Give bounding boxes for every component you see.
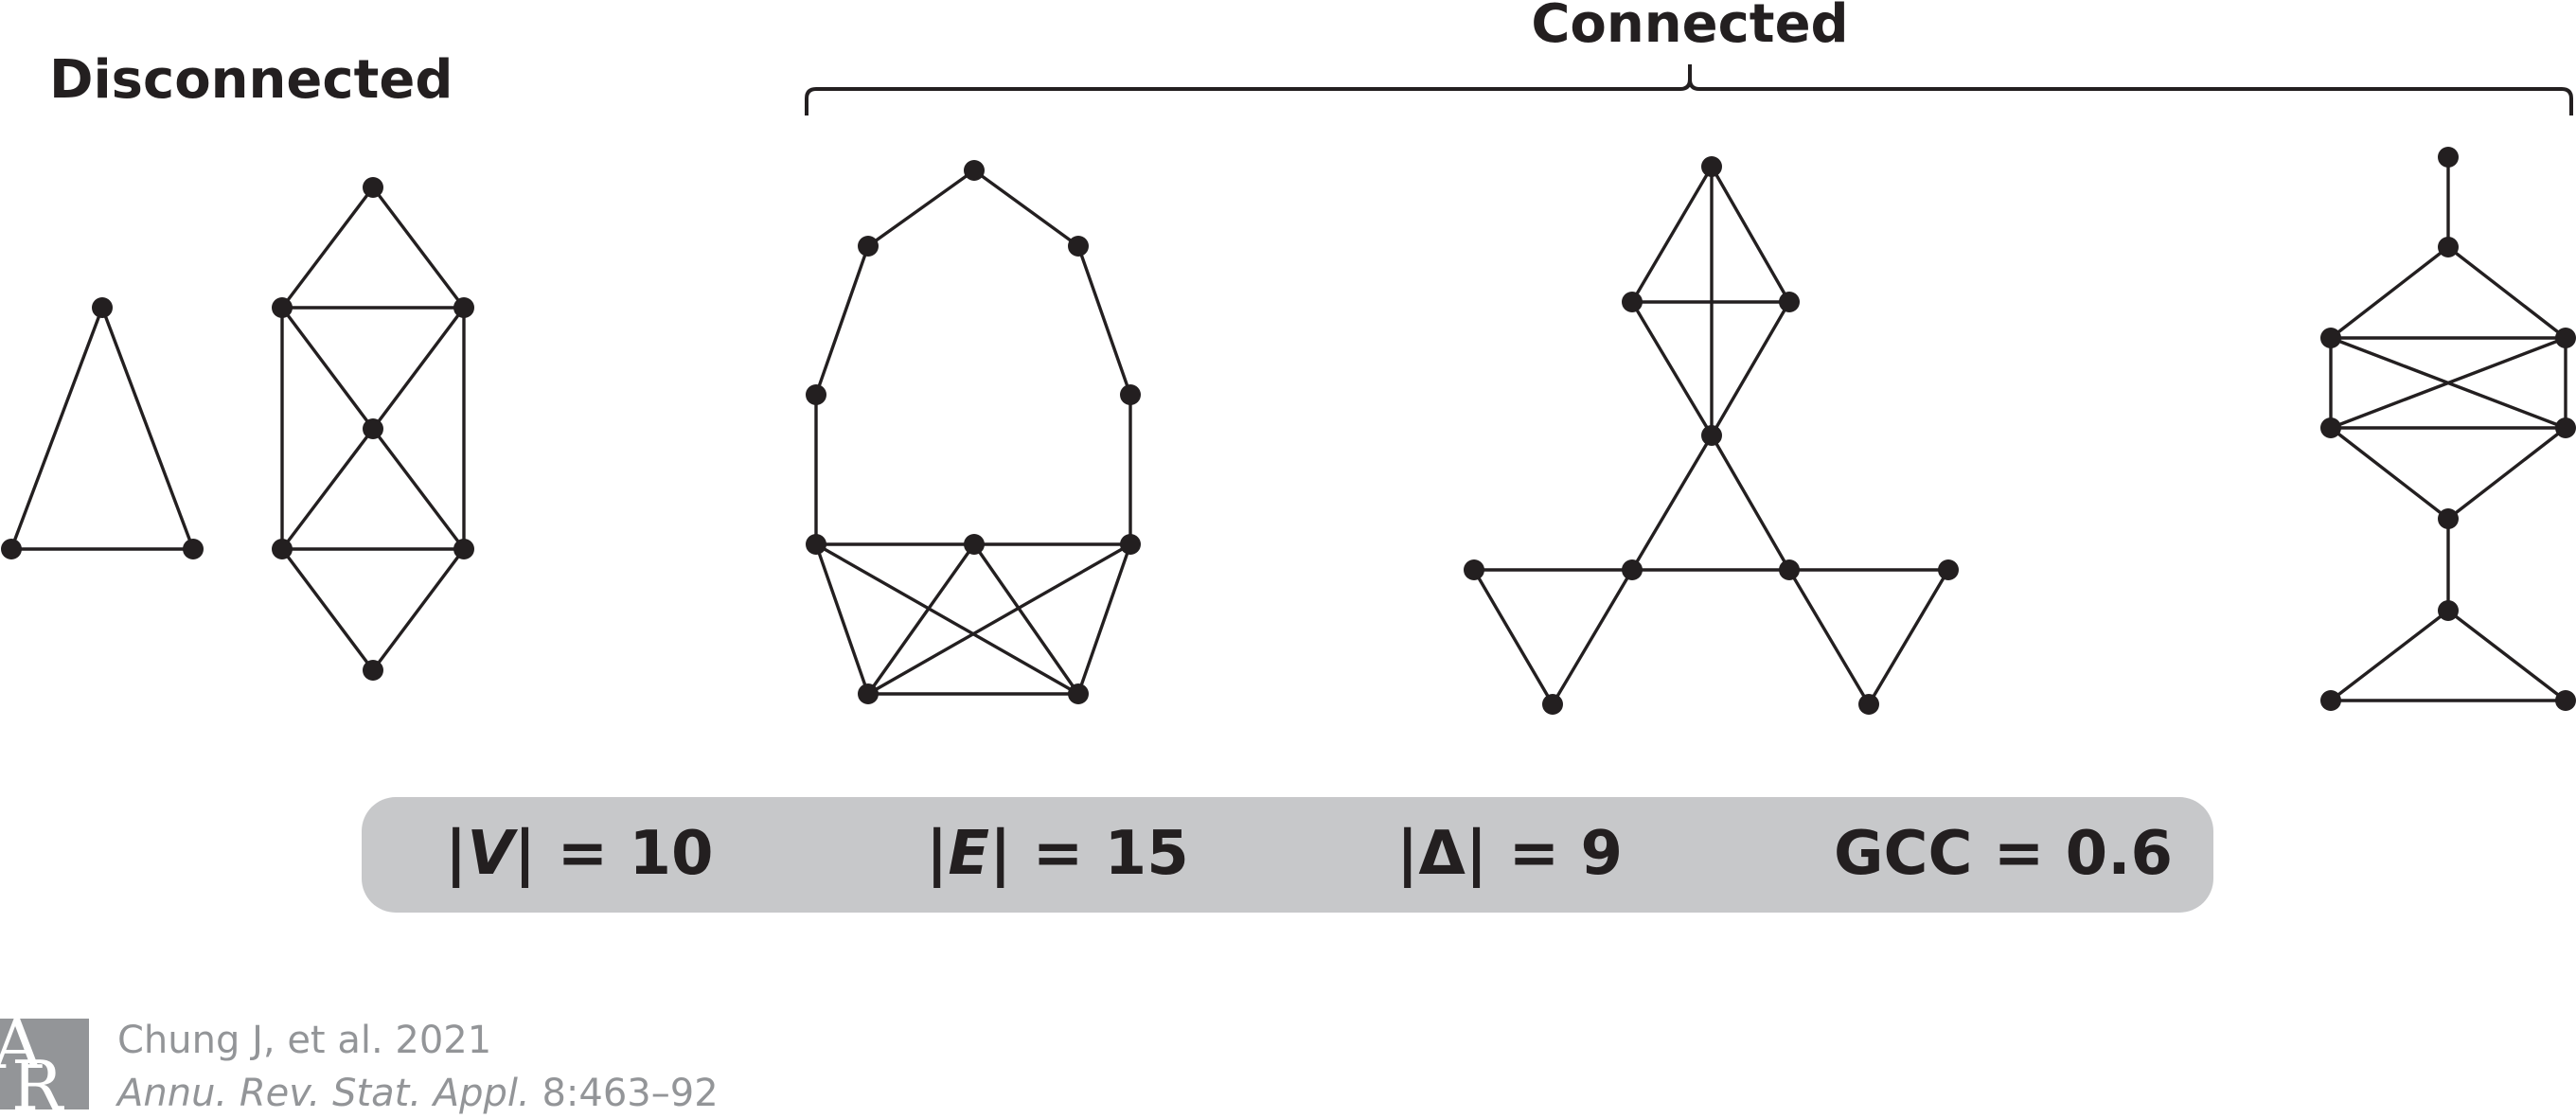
graph-edge	[814, 543, 870, 695]
graph-node	[272, 297, 293, 318]
graph-node	[2438, 600, 2459, 621]
graph-edge	[1630, 301, 1714, 436]
graph-node	[2438, 147, 2459, 168]
graph-node	[2320, 328, 2341, 348]
graph-node	[1120, 384, 1141, 405]
graph-node	[858, 236, 879, 257]
graph-node	[183, 539, 204, 559]
graph-edge	[2446, 245, 2567, 340]
graph-edge	[280, 547, 375, 672]
graph-node	[453, 297, 474, 318]
graph-edge	[371, 186, 466, 310]
graph-node	[1, 539, 22, 559]
graph-edge	[867, 169, 975, 248]
graph-node	[1779, 559, 1800, 580]
graph-node	[1779, 292, 1800, 312]
graph-node	[92, 297, 113, 318]
graph-node	[1542, 694, 1563, 715]
logo-letter-a: A	[0, 1004, 43, 1084]
graph-edge	[815, 542, 1079, 696]
graph-edge	[1472, 569, 1554, 705]
graph-edge	[1630, 166, 1714, 303]
graph-edge	[280, 306, 375, 431]
graph-node	[2555, 328, 2576, 348]
graph-node	[363, 660, 383, 681]
graph-node	[2438, 237, 2459, 257]
stat-gcc: GCC = 0.6	[1834, 819, 2173, 889]
stats-box	[362, 797, 2213, 913]
graph-node	[363, 418, 383, 439]
graph-node	[806, 384, 826, 405]
graph-edge	[371, 547, 466, 672]
graph-edge	[1551, 569, 1634, 705]
graph-node	[1701, 156, 1722, 177]
graph-edge	[2446, 609, 2567, 702]
graph-edge	[814, 245, 870, 396]
graph-node	[2555, 690, 2576, 711]
graph-edge	[1710, 301, 1791, 436]
graph-edge	[1076, 543, 1132, 695]
graph-connected-2	[1464, 156, 1959, 715]
graph-node	[1622, 292, 1643, 312]
graph-node	[964, 160, 985, 181]
graph-node	[2438, 508, 2459, 529]
graph-connected-1	[806, 160, 1141, 704]
graph-edge	[371, 306, 466, 431]
graph-node	[2320, 690, 2341, 711]
logo-box	[0, 1019, 89, 1109]
graphs-layer	[1, 147, 2576, 715]
graph-node	[1858, 694, 1879, 715]
disconnected-label: Disconnected	[49, 49, 453, 111]
graph-node	[1068, 683, 1089, 704]
graph-edge	[1787, 569, 1871, 705]
citation-journal: Annu. Rev. Stat. Appl. 8:463–92	[115, 1072, 719, 1115]
citation-authors: Chung J, et al. 2021	[117, 1019, 491, 1062]
graph-edge	[1630, 435, 1714, 571]
stat-triangles: |Δ| = 9	[1396, 819, 1623, 889]
graph-edge	[1710, 166, 1791, 303]
graph-node	[1701, 425, 1722, 446]
graph-edge	[2329, 426, 2450, 521]
graph-edge	[866, 543, 976, 695]
logo-letter-r: R	[11, 1046, 64, 1118]
connected-label: Connected	[1531, 0, 1848, 55]
graph-node	[2555, 417, 2576, 438]
graph-node	[453, 539, 474, 559]
graph-connected-3	[2320, 147, 2576, 711]
graph-edge	[1076, 245, 1132, 396]
connected-bracket	[805, 64, 2573, 115]
graph-node	[363, 177, 383, 198]
graph-edge	[2330, 336, 2567, 430]
graph-node	[858, 683, 879, 704]
graph-edge	[2329, 609, 2450, 702]
graph-edge	[280, 427, 375, 551]
graph-node	[1120, 534, 1141, 555]
graph-node	[1938, 559, 1959, 580]
graph-node	[1622, 559, 1643, 580]
graph-edge	[280, 186, 375, 310]
graph-disconnected	[1, 177, 474, 681]
graph-edge	[972, 543, 1080, 695]
graph-node	[1464, 559, 1484, 580]
graph-edge	[371, 427, 466, 551]
graph-node	[1068, 236, 1089, 257]
graph-edge	[2446, 426, 2567, 521]
publisher-logo: A R	[0, 1004, 89, 1118]
stat-edges: |E| = 15	[926, 819, 1189, 889]
graph-edge	[1867, 569, 1950, 705]
graph-node	[2320, 417, 2341, 438]
stat-vertices: |V| = 10	[445, 819, 714, 889]
graph-node	[806, 534, 826, 555]
graph-edge	[9, 307, 104, 550]
graph-node	[964, 534, 985, 555]
graph-edge	[100, 307, 195, 550]
graph-edge	[973, 169, 1079, 248]
graph-edge	[1710, 435, 1791, 571]
graph-edge	[2329, 245, 2450, 340]
graph-node	[272, 539, 293, 559]
graph-edge	[867, 542, 1131, 696]
